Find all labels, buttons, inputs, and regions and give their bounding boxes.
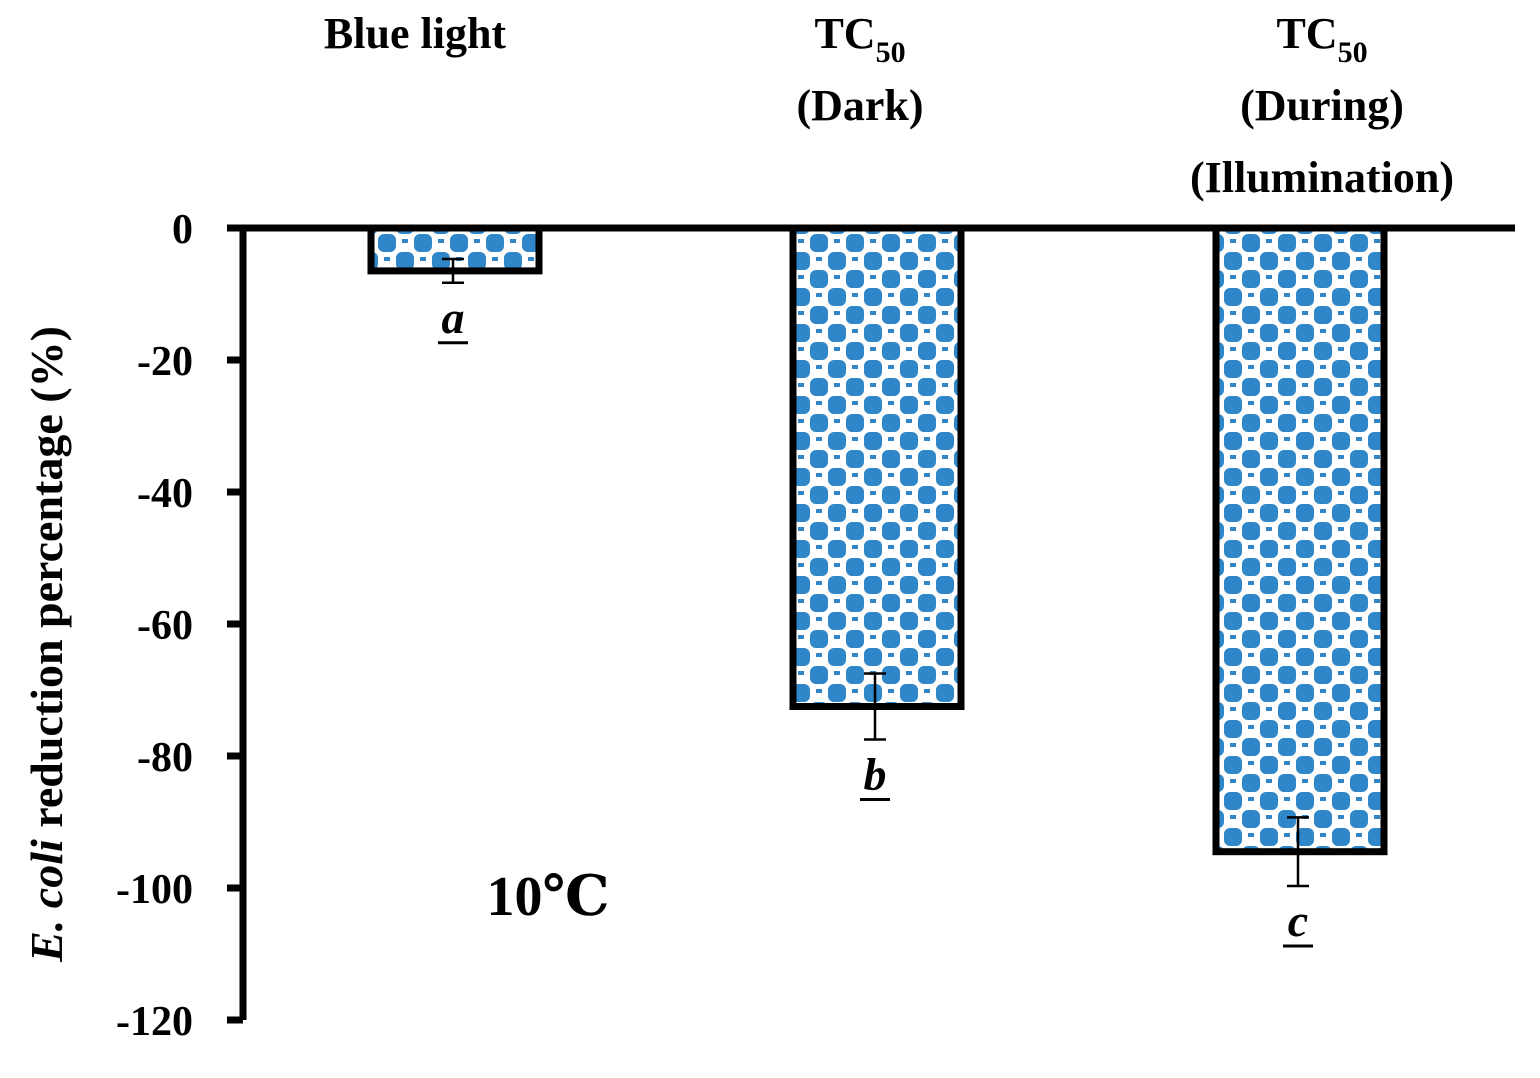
y-tick-label: -120 (116, 999, 193, 1045)
significance-label: b (864, 749, 887, 800)
bar-2 (789, 224, 965, 710)
y-tick-label: -60 (137, 603, 193, 649)
axes: 0 -20 -40 -60 -80 -100 -120 E. coli reduction p… (21, 207, 1515, 1045)
y-axis-title: E. coli reduction percentage (%) (21, 326, 72, 963)
category-label-line: Blue light (324, 9, 506, 58)
significance-label: c (1288, 895, 1308, 946)
labels: a b c Blue light TC50 (Dark) TC50 (During) (Illu… (324, 9, 1454, 948)
category-label-line: TC50 (1276, 9, 1367, 69)
temperature-annotation: 10℃ (486, 866, 609, 928)
category-label-line: TC50 (814, 9, 905, 69)
y-tick-label: -40 (137, 471, 193, 517)
category-subscript: 50 (876, 36, 906, 69)
category-label-line: (During) (1240, 81, 1404, 130)
y-tick-label: 0 (172, 207, 193, 253)
category-label-line: (Dark) (796, 81, 923, 130)
category-subscript: 50 (1338, 36, 1368, 69)
y-axis-title-italic: E. coli (21, 839, 72, 963)
category-label-line: (Illumination) (1190, 153, 1454, 202)
y-tick-label: -100 (116, 867, 193, 913)
y-tick-label: -20 (137, 339, 193, 385)
y-tick-label: -80 (137, 735, 193, 781)
bar-3 (1212, 224, 1388, 856)
bar-1 (367, 224, 543, 275)
significance-label: a (442, 292, 465, 343)
y-axis-title-rest: reduction percentage (%) (21, 326, 72, 839)
